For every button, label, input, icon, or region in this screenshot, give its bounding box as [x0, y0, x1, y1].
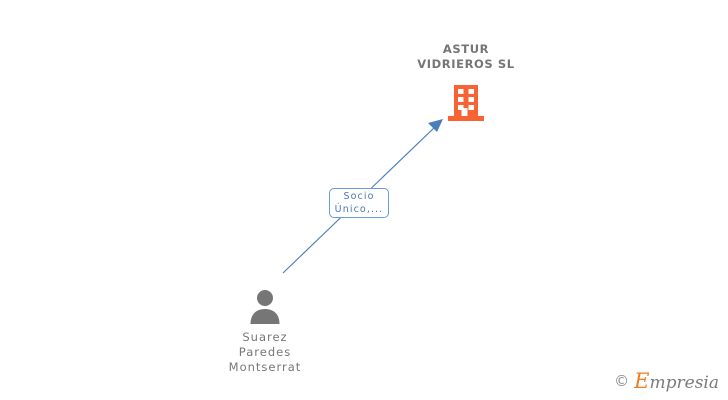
relation-label-line-1: Socio — [343, 191, 375, 202]
brand-wordmark: Empresia — [634, 371, 719, 392]
building-icon — [448, 85, 484, 121]
person-node[interactable]: Suarez Paredes Montserrat — [185, 284, 345, 375]
company-node[interactable]: ASTUR VIDRIEROS SL — [386, 42, 546, 123]
relation-label-box[interactable]: Socio Único,... — [329, 188, 389, 218]
person-icon — [250, 290, 280, 324]
brand-rest: mpresia — [649, 373, 720, 393]
company-name-label: ASTUR VIDRIEROS SL — [417, 42, 515, 71]
person-icon-wrap — [185, 284, 345, 324]
company-icon-wrap — [386, 81, 546, 123]
watermark: © Empresia — [614, 371, 719, 392]
brand-initial: E — [634, 369, 650, 393]
person-name-label: Suarez Paredes Montserrat — [228, 330, 302, 374]
copyright-icon: © — [614, 372, 630, 390]
relation-label-line-2: Único,... — [334, 204, 384, 215]
